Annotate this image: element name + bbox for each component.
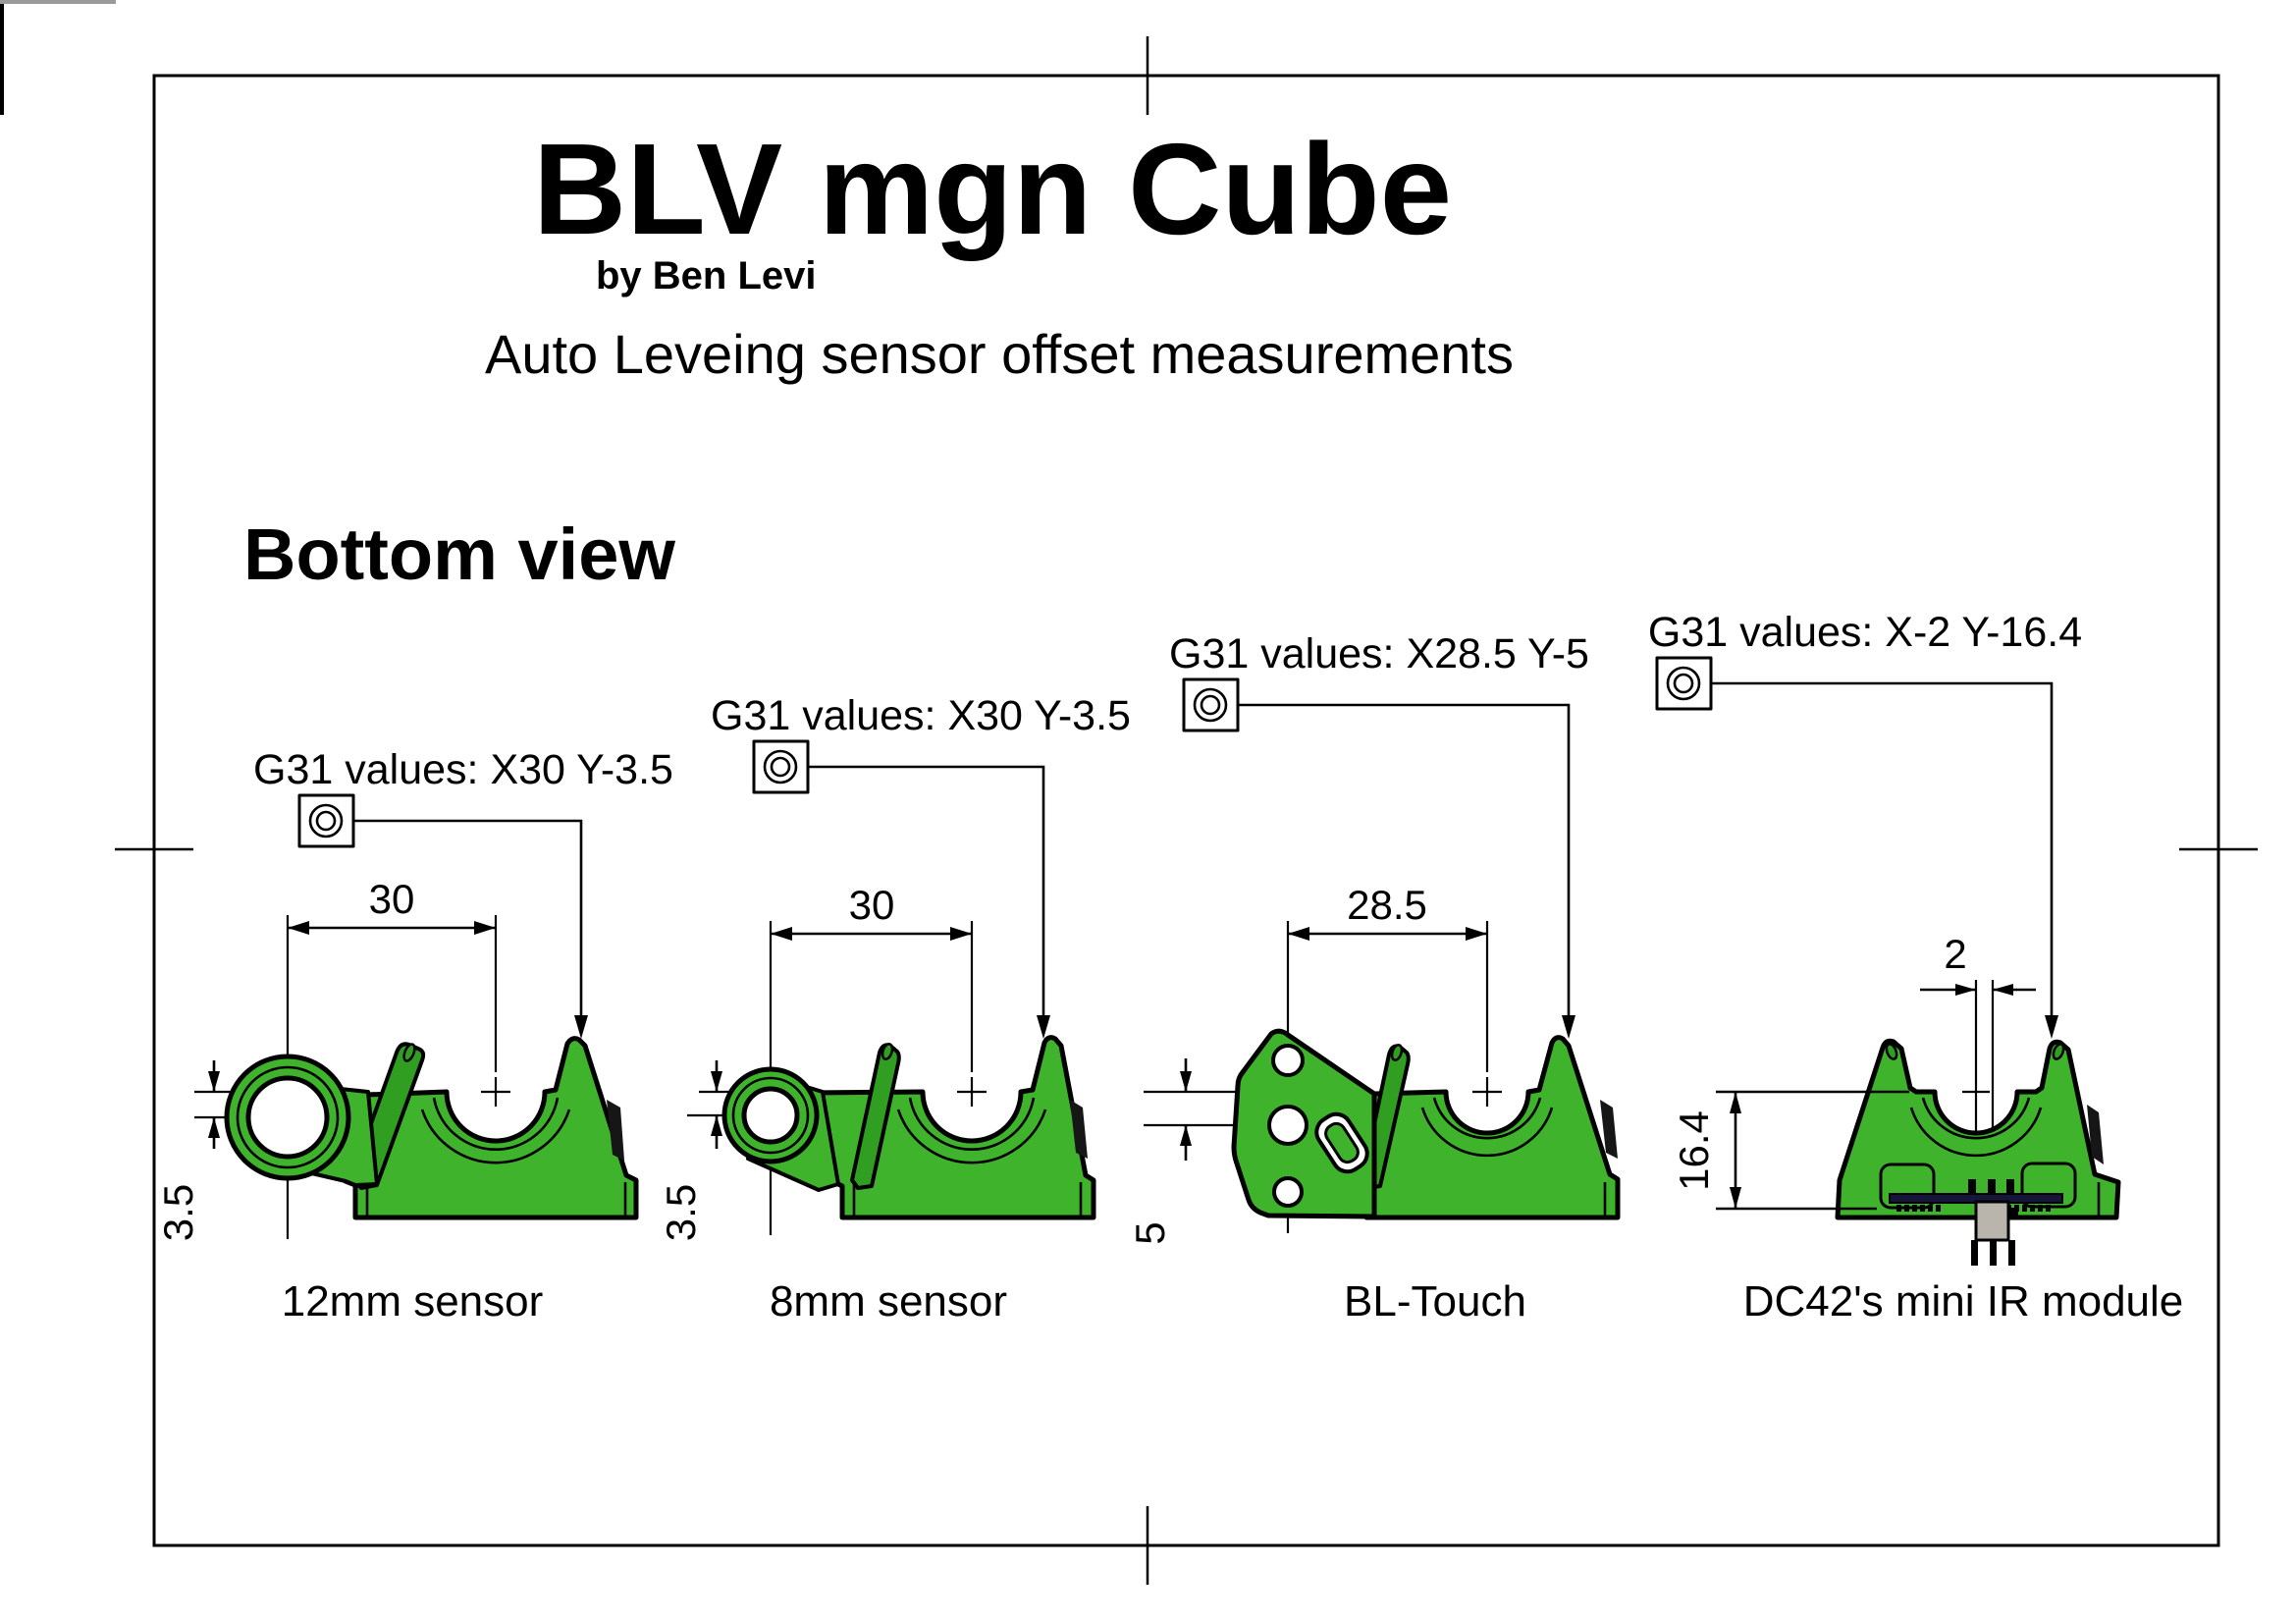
page-byline: by Ben Levi [596, 254, 817, 298]
plate-slot [1314, 1111, 1369, 1174]
duct-outlet [1885, 1043, 1898, 1060]
header-pin [2008, 1240, 2015, 1266]
g31-label-ir: G31 values: X-2 Y-16.4 [1648, 609, 2082, 656]
pcb-post [1968, 1179, 1976, 1195]
sensor-8mm-diagram: 30 3.5 G31 values: X30 Y-3.5 8mm sensor [658, 692, 1131, 1325]
pcb-post [2006, 1179, 2014, 1195]
cutout-arc [1909, 1107, 2043, 1158]
plate-hole-top [1271, 1044, 1305, 1077]
probe-hole [1267, 1105, 1308, 1146]
duct-outlet [881, 1043, 894, 1060]
dimension-y-ir: 16.4 [1671, 1090, 1909, 1211]
dim-y-value: 5 [1127, 1221, 1173, 1244]
datum-leader-bltouch [1182, 677, 1575, 1039]
ir-pcb-assembly [1889, 1179, 2063, 1266]
side-notch [1070, 1100, 1088, 1159]
datum-leader-12mm [297, 793, 588, 1039]
sensor-12mm-diagram: 30 3.5 G31 values: X30 Y-3.5 12mm sensor [155, 746, 673, 1325]
side-notch [607, 1100, 624, 1161]
dimension-x-12mm: 30 [288, 876, 496, 935]
sensor-hole [741, 1086, 800, 1145]
dimension-x-bltouch: 28.5 [1288, 882, 1487, 941]
header-pin [1971, 1240, 1978, 1266]
sensor-hole [245, 1075, 330, 1160]
duct-outlet [2052, 1043, 2065, 1060]
dim-y-value: 16.4 [1671, 1110, 1717, 1191]
plate-hole-bottom [1272, 1176, 1304, 1208]
datum-symbol-icon [297, 793, 355, 848]
crop-marks [0, 0, 116, 115]
cutout-arc [908, 1097, 1036, 1151]
ir-sensor-component [1974, 1200, 2010, 1242]
dimension-x-ir: 2 [1920, 931, 2036, 996]
dim-x-value: 28.5 [1347, 882, 1427, 928]
cutout-arc [420, 1109, 571, 1164]
datum-symbol-icon [1182, 677, 1240, 732]
dim-x-value: 2 [1944, 931, 1966, 977]
datum-symbol-icon [1655, 656, 1713, 711]
g31-label-bltouch: G31 values: X28.5 Y-5 [1169, 630, 1589, 677]
duct-outlet [1390, 1044, 1404, 1061]
dimension-y-8mm: 3.5 [658, 1060, 722, 1241]
nozzle-cross [957, 1077, 987, 1107]
ir-chip [2008, 1208, 2018, 1218]
dim-x-value: 30 [369, 876, 415, 922]
duct-outlet [402, 1043, 416, 1062]
sensor-ring-chamfer [731, 1076, 810, 1155]
sensor-bltouch-diagram: 28.5 5 G31 values: X28.5 Y-5 BL-Touch [1127, 630, 1621, 1325]
dimension-x-8mm: 30 [771, 882, 972, 941]
side-notch [1600, 1100, 1618, 1159]
sensor-name-bltouch: BL-Touch [1344, 1277, 1526, 1325]
cutout-arc [432, 1097, 560, 1151]
registration-ticks [115, 36, 2258, 1585]
header-pin [1990, 1240, 1997, 1266]
sensor-name-8mm: 8mm sensor [770, 1277, 1007, 1325]
nozzle-cross [481, 1077, 510, 1107]
sensor-name-ir: DC42's mini IR module [1743, 1277, 2184, 1325]
dim-y-value: 3.5 [658, 1184, 704, 1241]
g31-label-12mm: G31 values: X30 Y-3.5 [253, 746, 673, 793]
dimension-y-bltouch: 5 [1127, 1058, 1192, 1245]
nozzle-cross [1472, 1077, 1502, 1107]
dim-x-value: 30 [849, 882, 895, 928]
cutout-arc [1432, 1097, 1542, 1140]
sensor-ring-chamfer [236, 1065, 340, 1169]
side-notch [2087, 1105, 2104, 1164]
mount-body [1363, 1035, 1621, 1220]
cutout-arc [1420, 1107, 1554, 1158]
cutout-arc [1921, 1097, 2031, 1140]
pcb-post [1988, 1179, 1996, 1195]
mount-body [807, 1035, 1096, 1220]
page-title: BLV mgn Cube [533, 117, 1452, 261]
drawing-border [152, 74, 2220, 1547]
dimension-y-12mm: 3.5 [155, 1060, 220, 1241]
datum-leader-8mm [752, 739, 1050, 1039]
datum-symbol-icon [752, 739, 810, 794]
section-heading: Bottom view [243, 514, 675, 595]
sensor-ir-diagram: 2 16.4 G31 values: X-2 Y-16.4 DC42's min… [1648, 609, 2183, 1325]
datum-leader-ir [1655, 656, 2058, 1039]
cutout-arc [896, 1109, 1047, 1164]
mount-body [343, 1036, 639, 1220]
dim-y-value: 3.5 [155, 1184, 201, 1241]
page-subtitle: Auto Leveing sensor offset measurements [485, 323, 1514, 385]
sensor-name-12mm: 12mm sensor [282, 1277, 544, 1325]
g31-label-8mm: G31 values: X30 Y-3.5 [711, 692, 1131, 739]
duct-prong [850, 1043, 901, 1190]
